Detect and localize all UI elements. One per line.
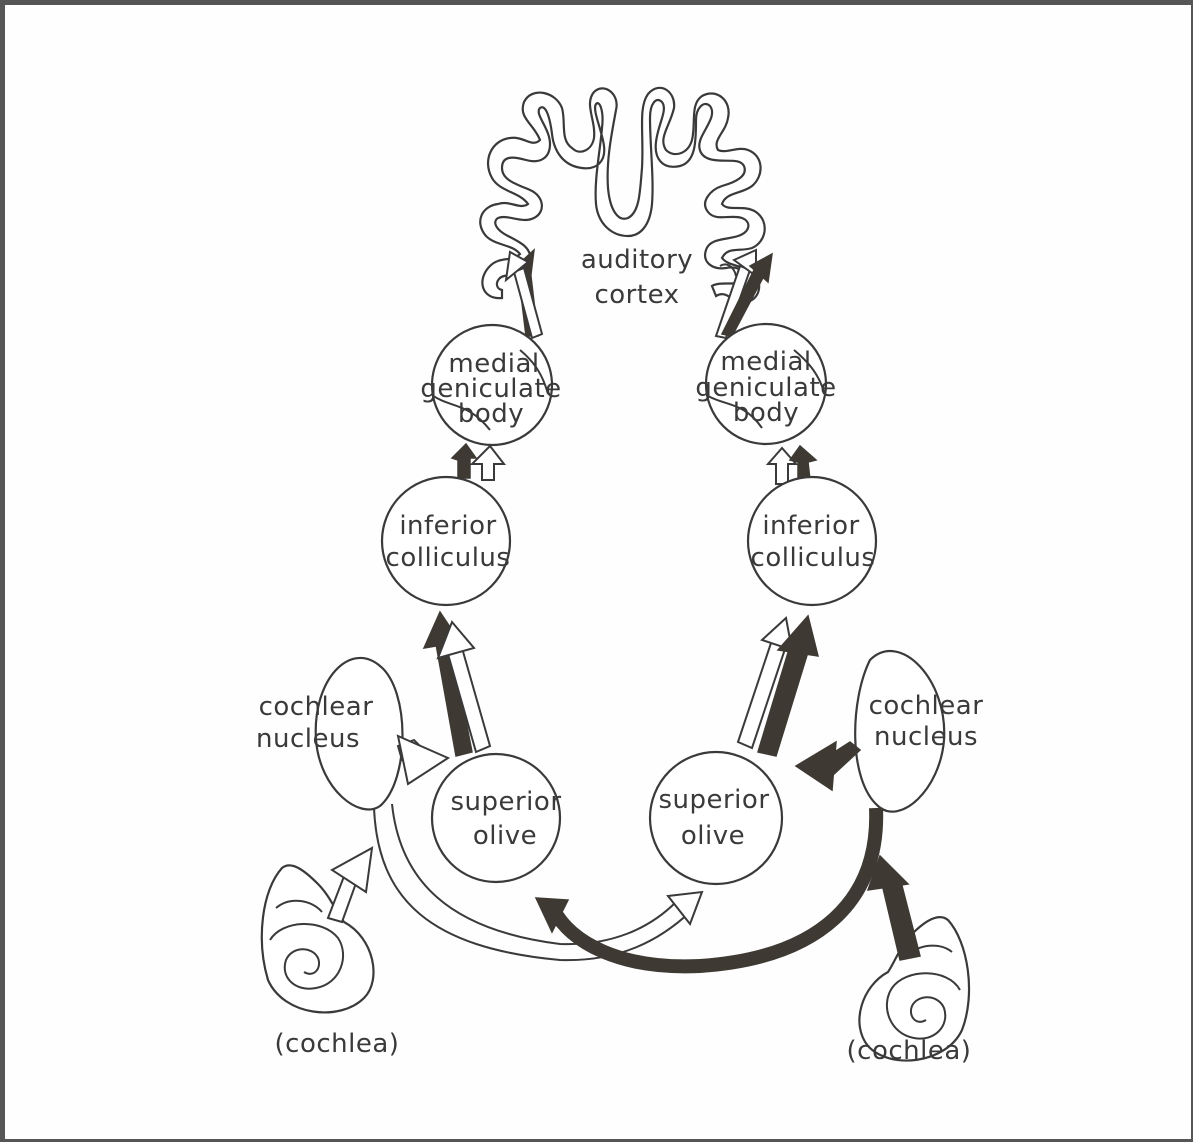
right-mgb-label-line2: geniculate [695,373,836,403]
left-cochlea-label: (cochlea) [275,1029,400,1059]
right-so-label-line2: olive [681,821,745,851]
cn-to-so-arrows [396,734,862,792]
right-cochlea-label: (cochlea) [847,1036,972,1066]
right-so-label-line1: superior [658,785,769,815]
left-so-label-line2: olive [473,821,537,851]
crossing-pathways [373,803,884,974]
so-to-ic-arrows [422,610,820,757]
auditory-cortex-label-line2: cortex [594,280,679,310]
right-superior-olive: superior olive [648,750,784,886]
left-cochlear-nucleus: cochlear nucleus [256,656,404,811]
left-inferior-colliculus: inferior colliculus [380,475,512,607]
left-cn-label-line2: nucleus [256,724,360,754]
right-mgb-label-line1: medial [720,347,811,377]
left-superior-olive: superior olive [430,752,562,884]
right-mgb-label-line3: body [733,398,799,428]
left-cn-label-line1: cochlear [259,692,374,722]
left-mgb-label-line1: medial [448,349,539,379]
right-inferior-colliculus: inferior colliculus [746,475,878,607]
auditory-cortex-label-line1: auditory [581,245,693,275]
ic-to-mgb-arrows [450,442,818,485]
left-ic-label-line2: colliculus [386,543,511,573]
mgb-to-cortex-arrows [504,248,773,340]
left-mgb-label-line2: geniculate [420,374,561,404]
left-medial-geniculate-body: medial geniculate body [420,323,561,447]
left-ic-label-line1: inferior [399,511,496,541]
right-ic-label-line1: inferior [762,511,859,541]
cochlea-to-cn-arrows [326,846,921,961]
right-cochlear-nucleus: cochlear nucleus [854,649,984,813]
right-ic-label-line2: colliculus [751,543,876,573]
right-cn-label-line2: nucleus [874,722,978,752]
right-cn-label-line1: cochlear [869,691,984,721]
right-medial-geniculate-body: medial geniculate body [695,322,836,446]
left-cochlea-shape [260,864,375,1014]
left-mgb-label-line3: body [458,399,524,429]
left-so-label-line1: superior [450,787,561,817]
